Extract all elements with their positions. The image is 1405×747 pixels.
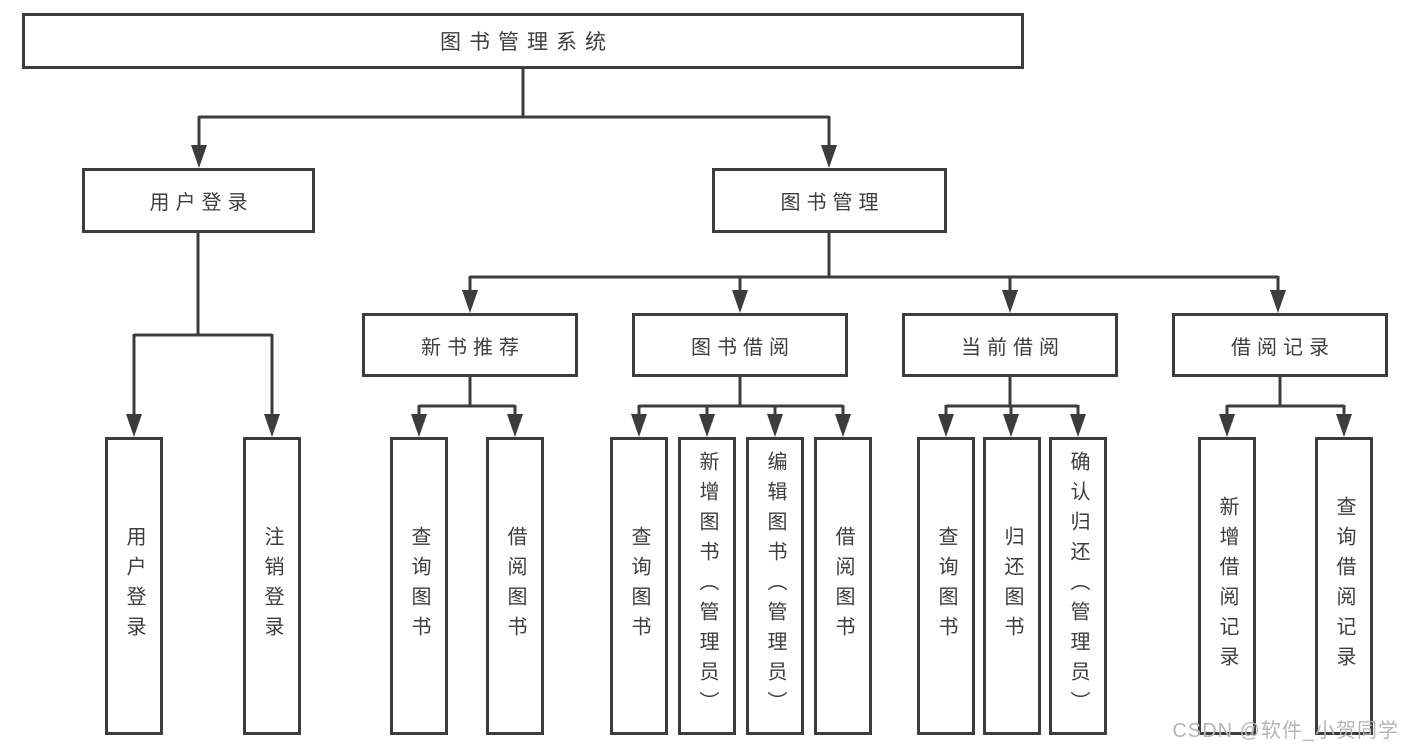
node-label: 归还图书 [1001,526,1023,646]
node-label: 确认归还（管理员） [1067,451,1089,721]
node-label: 查询图书 [408,526,430,646]
leaf-edit-book-admin: 编辑图书（管理员） [746,437,804,735]
node-label: 查询图书 [935,526,957,646]
leaf-confirm-return-admin: 确认归还（管理员） [1049,437,1107,735]
watermark: CSDN @软件_小贺同学 [1172,720,1399,742]
node-label: 查询借阅记录 [1333,496,1355,676]
node-label: 查询图书 [628,526,650,646]
node-label: 用户登录 [149,192,254,214]
leaf-borrow-books-borrowing: 借阅图书 [814,437,872,735]
node-label: 新增图书（管理员） [696,451,718,721]
leaf-logout-login: 注销登录 [243,437,301,735]
node-user-login: 用户登录 [82,168,315,233]
node-book-management: 图书管理 [712,168,947,233]
leaf-query-books-recommend: 查询图书 [390,437,448,735]
node-new-book-recommend: 新书推荐 [362,313,578,377]
node-current-borrowing: 当前借阅 [902,313,1118,377]
node-borrowing-records: 借阅记录 [1172,313,1388,377]
node-label: 图书管理系统 [440,31,614,54]
leaf-add-borrow-record: 新增借阅记录 [1198,437,1256,735]
node-label: 新增借阅记录 [1216,496,1238,676]
leaf-add-book-admin: 新增图书（管理员） [678,437,736,735]
node-book-borrowing: 图书借阅 [632,313,848,377]
node-label: 图书管理 [780,192,885,214]
leaf-query-books-current: 查询图书 [917,437,975,735]
node-library-management-system: 图书管理系统 [22,13,1024,69]
node-label: 借阅记录 [1231,336,1335,359]
node-label: 用户登录 [123,526,145,646]
leaf-query-borrow-record: 查询借阅记录 [1315,437,1373,735]
node-label: 借阅图书 [832,526,854,646]
node-label: 图书借阅 [691,336,795,359]
leaf-borrow-books-recommend: 借阅图书 [486,437,544,735]
node-label: 新书推荐 [421,336,525,359]
node-label: 编辑图书（管理员） [764,451,786,721]
node-label: 借阅图书 [504,526,526,646]
leaf-user-login: 用户登录 [105,437,163,735]
node-label: 当前借阅 [961,336,1065,359]
leaf-query-books-borrowing: 查询图书 [610,437,668,735]
leaf-return-books: 归还图书 [983,437,1041,735]
node-label: 注销登录 [261,526,283,646]
